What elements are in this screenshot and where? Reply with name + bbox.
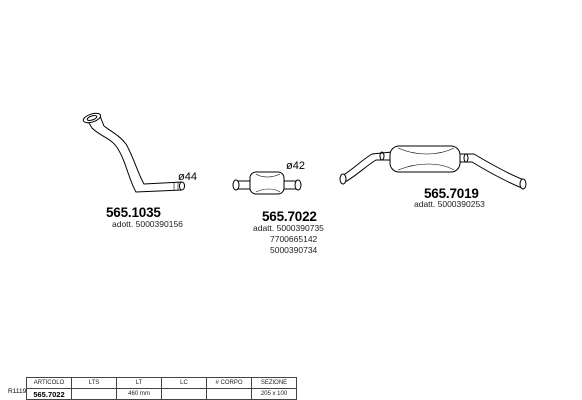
part-note-565-7022-line1: adatt. 5000390735 [253,223,324,233]
spec-table: ARTICOLO LTS LT LC # CORPO SEZIONE 565.7… [26,377,297,400]
front-pipe-drawing [82,112,185,193]
spec-table-header-row: ARTICOLO LTS LT LC # CORPO SEZIONE [26,377,297,389]
part-note-565-7019: adatt. 5000390253 [414,199,485,209]
part-code-565-7022: 565.7022 [262,209,317,224]
header-lc: LC [161,377,207,389]
part-code-565-7019: 565.7019 [424,186,479,201]
cell-lc [161,388,207,400]
part-note-565-7022-line3: 5000390734 [270,245,318,255]
part-note-565-1035: adott. 5000390156 [112,219,183,229]
spec-table-row: 565.7022 460 mm 205 x 100 [26,388,297,400]
cell-corpo [206,388,252,400]
rear-silencer-drawing [339,145,527,190]
header-articolo: ARTICOLO [26,377,72,389]
diameter-label-565-7022: ø42 [286,160,305,172]
header-lts: LTS [71,377,117,389]
part-code-565-1035: 565.1035 [106,205,161,220]
cell-lt: 460 mm [116,388,162,400]
diameter-label-565-1035: ø44 [178,171,197,183]
middle-silencer-drawing [232,171,302,195]
part-note-565-7022-line2: 7700665142 [270,234,318,244]
header-lt: LT [116,377,162,389]
reference-code: R1119 [8,388,27,395]
header-corpo: # CORPO [206,377,252,389]
cell-sezione: 205 x 100 [251,388,297,400]
cell-articolo: 565.7022 [26,388,72,400]
header-sezione: SEZIONE [251,377,297,389]
cell-lts [71,388,117,400]
